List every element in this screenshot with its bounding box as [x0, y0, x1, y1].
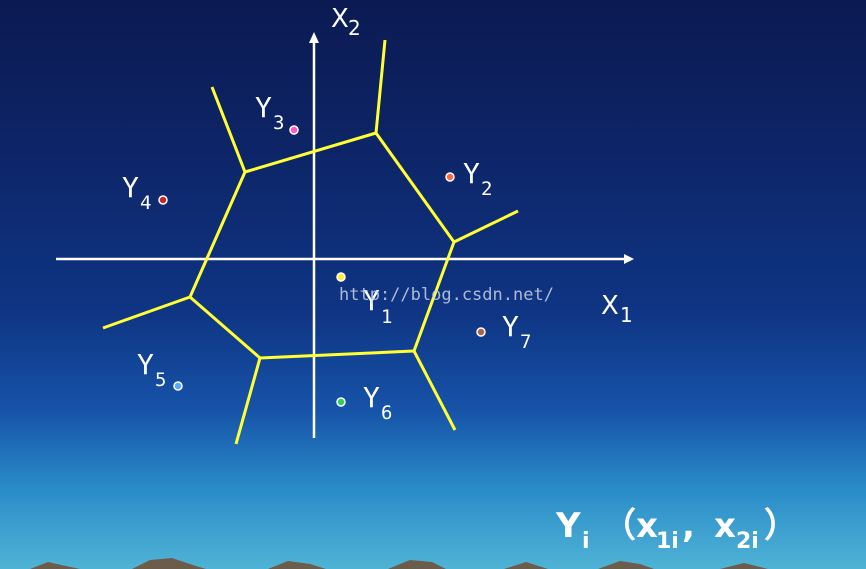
formula-x1: x [636, 506, 658, 546]
watermark-text: http://blog.csdn.net/ [339, 285, 554, 305]
voronoi-central-cell [188, 131, 456, 360]
y-axis-label-sub: 2 [348, 16, 361, 40]
formula-x1-sub: 1i [656, 529, 679, 554]
voronoi-edge-y2-y7 [453, 209, 519, 244]
formula-main-sub: i [582, 529, 590, 554]
y-axis-label: X [331, 4, 349, 34]
formula-x2: x [714, 506, 736, 546]
x-axis-label-sub: 1 [620, 303, 633, 327]
point-label-y7-sub: 7 [520, 331, 531, 353]
formula-main: Y [555, 506, 581, 546]
formula: Y i （ x 1i , x 2i ） [555, 506, 798, 554]
point-y4 [158, 195, 168, 205]
formula-comma: , [682, 506, 695, 546]
formula-close-paren: ） [764, 506, 798, 546]
point-y2 [445, 172, 455, 182]
voronoi-edge-y6-y7 [412, 350, 457, 431]
voronoi-edge-y4-y5 [102, 295, 191, 330]
point-label-y5: Y [137, 348, 154, 381]
point-label-y2: Y [463, 157, 480, 190]
voronoi-edge-y2-y3 [374, 39, 387, 134]
x-axis-label: X [601, 291, 619, 321]
rocks-decoration [30, 558, 768, 569]
formula-x2-sub: 2i [736, 529, 759, 554]
point-label-y6-sub: 6 [381, 402, 392, 424]
point-label-y3-sub: 3 [273, 112, 284, 134]
point-y6 [336, 397, 346, 407]
y-axis-arrow-icon [309, 32, 319, 43]
point-label-y4: Y [122, 171, 139, 204]
point-label-y3: Y [255, 91, 272, 124]
point-label-y1-sub: 1 [381, 306, 392, 328]
voronoi-edge-y5-y6 [234, 357, 262, 445]
formula-open-paren: （ [602, 506, 636, 546]
x-axis-arrow-icon [624, 254, 634, 264]
point-label-y2-sub: 2 [481, 178, 492, 200]
point-label-y7: Y [502, 310, 519, 343]
point-label-y1: Y [363, 284, 380, 317]
voronoi-edge-y3-y4 [210, 86, 247, 173]
point-y5 [173, 381, 183, 391]
point-label-y6: Y [363, 381, 380, 414]
point-y7 [476, 327, 486, 337]
point-y3 [289, 125, 299, 135]
point-y1 [336, 272, 346, 282]
point-label-y5-sub: 5 [155, 369, 166, 391]
point-label-y4-sub: 4 [140, 192, 151, 214]
